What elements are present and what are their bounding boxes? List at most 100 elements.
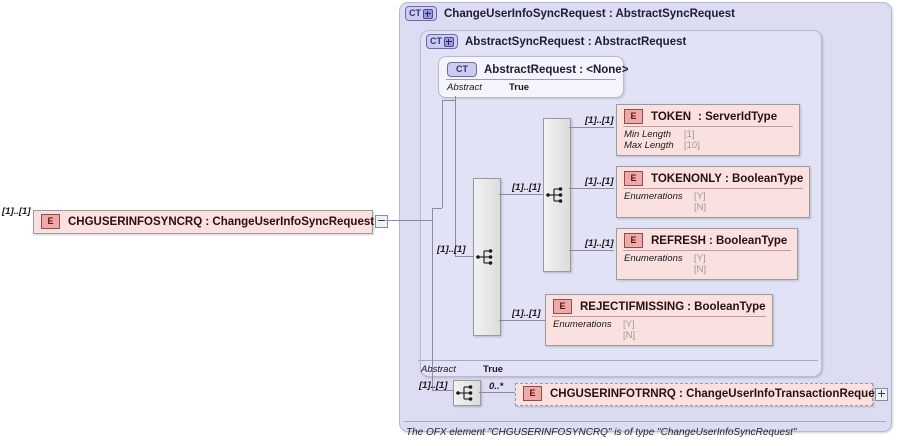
token-name: TOKEN (651, 110, 692, 123)
line-outer-to-inner-sequence (499, 194, 543, 195)
refresh-facets: Enumerations [Y] [N] (624, 253, 706, 275)
tokenonly-facets: Enumerations [Y] [N] (624, 191, 706, 213)
type-box-divider (446, 79, 616, 80)
line-to-bottom-sequence (432, 390, 453, 391)
line-root-to-branch (400, 220, 432, 221)
element-rejectifmissing[interactable]: E REJECTIFMISSING : BooleanType Enumerat… (545, 294, 773, 346)
root-connector-line (386, 220, 400, 221)
mult-refresh: [1]..[1] (585, 238, 614, 249)
e-icon-trnrq: E (523, 386, 542, 401)
root-element-label: CHGUSERINFOSYNCRQ : ChangeUserInfoSyncRe… (68, 215, 375, 228)
ct-icon-3: CT (447, 62, 477, 77)
rejectifmissing-name: REJECTIFMISSING (580, 300, 685, 313)
token-divider (623, 126, 793, 127)
tokenonly-type: : BooleanType (724, 172, 804, 185)
mult-inner-sequence: [1]..[1] (512, 182, 541, 193)
token-facets: Min Length [1] Max Length [10] (624, 129, 700, 151)
token-facet-val-1: [10] (684, 140, 700, 151)
refresh-facet-key-0: Enumerations (624, 253, 683, 264)
tokenonly-header: E TOKENONLY : BooleanType (624, 171, 803, 186)
line-bus-vertical-outer (442, 100, 443, 208)
root-collapse-expander[interactable] (375, 215, 388, 228)
footer-divider (404, 421, 886, 422)
e-icon-token: E (624, 109, 643, 124)
mult-token: [1]..[1] (585, 115, 614, 126)
footer-note: The OFX element "CHGUSERINFOSYNCRQ" is o… (406, 427, 797, 438)
line-bottom-sequence-to-trnrq (479, 392, 515, 393)
trnrq-header: E CHGUSERINFOTRNRQ : ChangeUserInfoTrans… (523, 386, 885, 401)
tokenonly-facet-key-0: Enumerations (624, 191, 683, 202)
mult-bottom-sequence: [1]..[1] (419, 380, 448, 391)
line-branch-top-stub (432, 208, 442, 209)
e-icon-root: E (41, 214, 60, 229)
tokenonly-name: TOKENONLY (651, 172, 722, 185)
mult-trnrq: 0..* (489, 381, 504, 392)
container-header-2: CT AbstractSyncRequest : AbstractRequest (426, 34, 686, 49)
mult-tokenonly: [1]..[1] (585, 176, 614, 187)
refresh-name: REFRESH (651, 234, 706, 247)
type-box-abstract-request[interactable]: CT AbstractRequest : <None> Abstract Tru… (438, 56, 628, 98)
trnrq-expand-expander[interactable] (875, 388, 888, 401)
container-header-1: CT ChangeUserInfoSyncRequest : AbstractS… (405, 6, 735, 21)
line-bus-vertical-inner (455, 96, 456, 256)
type-box-title: AbstractRequest : <None> (484, 63, 629, 76)
rejectifmissing-divider (552, 316, 766, 317)
sequence-icon-inner (546, 187, 563, 203)
refresh-divider (623, 250, 791, 251)
token-header: E TOKEN : ServerIdType (624, 109, 777, 124)
tokenonly-divider (623, 188, 803, 189)
compositor-outer-sequence[interactable] (473, 178, 501, 336)
rejectifmissing-facet-val-0: [Y] (623, 319, 635, 330)
ct-plus-icon-1[interactable]: CT (405, 6, 437, 21)
type-box-facet-abstract: Abstract True (447, 82, 529, 93)
line-inner-to-tokenonly (569, 188, 614, 189)
e-icon-rejectifmissing: E (553, 299, 572, 314)
element-tokenonly[interactable]: E TOKENONLY : BooleanType Enumerations [Y… (616, 166, 810, 218)
refresh-facet-val-0: [Y] (694, 253, 706, 264)
line-bus-join (442, 100, 455, 101)
token-facet-val-0: [1] (684, 129, 695, 140)
type-box-header: CT AbstractRequest : <None> (447, 62, 628, 77)
root-multiplicity: [1]..[1] (2, 206, 31, 217)
facet-key: Abstract (447, 82, 482, 93)
compositor-bottom-sequence[interactable] (453, 380, 481, 406)
token-facet-key-1: Max Length (624, 140, 674, 151)
element-refresh[interactable]: E REFRESH : BooleanType Enumerations [Y] … (616, 228, 798, 280)
line-branch-vertical (432, 208, 433, 390)
line-outer-to-rejectifmissing (499, 320, 545, 321)
root-element-header: E CHGUSERINFOSYNCRQ : ChangeUserInfoSync… (41, 214, 374, 229)
mult-outer-sequence: [1]..[1] (437, 244, 466, 255)
container-title-1: ChangeUserInfoSyncRequest : AbstractSync… (444, 7, 735, 20)
e-icon-refresh: E (624, 233, 643, 248)
element-chguserinfosyncrq[interactable]: E CHGUSERINFOSYNCRQ : ChangeUserInfoSync… (33, 210, 374, 234)
abstract-footer-divider (418, 360, 818, 361)
element-chguserinfotrnrq[interactable]: E CHGUSERINFOTRNRQ : ChangeUserInfoTrans… (515, 383, 885, 406)
line-inner-to-refresh (569, 250, 614, 251)
abstract-footer-row: Abstract True (421, 364, 503, 375)
element-token[interactable]: E TOKEN : ServerIdType Min Length [1] Max… (616, 104, 800, 156)
refresh-facet-val-1: [N] (694, 264, 707, 275)
compositor-inner-sequence[interactable] (543, 118, 571, 272)
rejectifmissing-facet-key-0: Enumerations (553, 319, 612, 330)
token-type: : ServerIdType (698, 110, 778, 123)
e-icon-tokenonly: E (624, 171, 643, 186)
line-to-outer-sequence (455, 256, 473, 257)
ct-plus-icon-2[interactable]: CT (426, 34, 458, 49)
rejectifmissing-facets: Enumerations [Y] [N] (553, 319, 635, 341)
facet-value: True (509, 82, 530, 93)
trnrq-label: CHGUSERINFOTRNRQ : ChangeUserInfoTransac… (550, 387, 885, 400)
rejectifmissing-header: E REJECTIFMISSING : BooleanType (553, 299, 766, 314)
tokenonly-facet-val-1: [N] (694, 202, 707, 213)
container-title-2: AbstractSyncRequest : AbstractRequest (465, 35, 687, 48)
abstract-footer-key: Abstract (421, 364, 456, 375)
sequence-icon-bottom (456, 385, 473, 401)
mult-rejectifmissing: [1]..[1] (512, 308, 541, 319)
refresh-header: E REFRESH : BooleanType (624, 233, 787, 248)
rejectifmissing-type: : BooleanType (687, 300, 766, 313)
refresh-type: : BooleanType (708, 234, 788, 247)
token-facet-key-0: Min Length (624, 129, 672, 140)
tokenonly-facet-val-0: [Y] (694, 191, 706, 202)
sequence-icon-outer (476, 249, 493, 265)
rejectifmissing-facet-val-1: [N] (623, 330, 636, 341)
abstract-footer-value: True (483, 364, 504, 375)
